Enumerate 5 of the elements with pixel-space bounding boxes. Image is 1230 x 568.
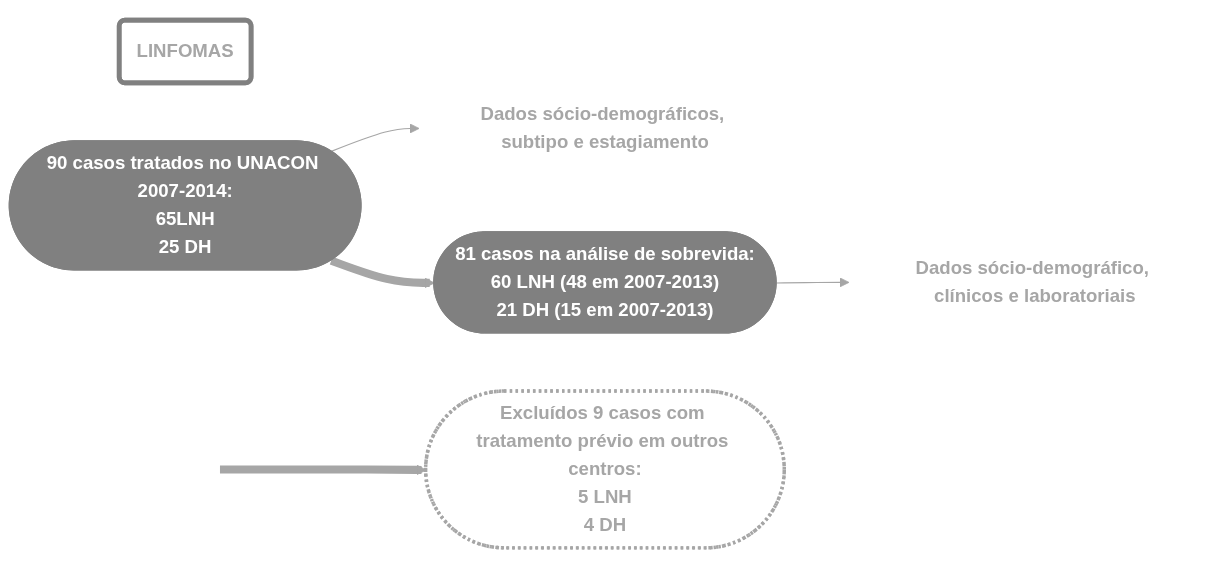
arrow xyxy=(329,256,435,288)
node-text: Dados sócio-demográfico, clínicos e laboratoriais xyxy=(915,258,1149,306)
node-text: Dados sócio-demográficos, subtipo e estagiamento xyxy=(480,104,725,152)
arrow xyxy=(776,277,850,288)
arrow xyxy=(330,123,420,152)
